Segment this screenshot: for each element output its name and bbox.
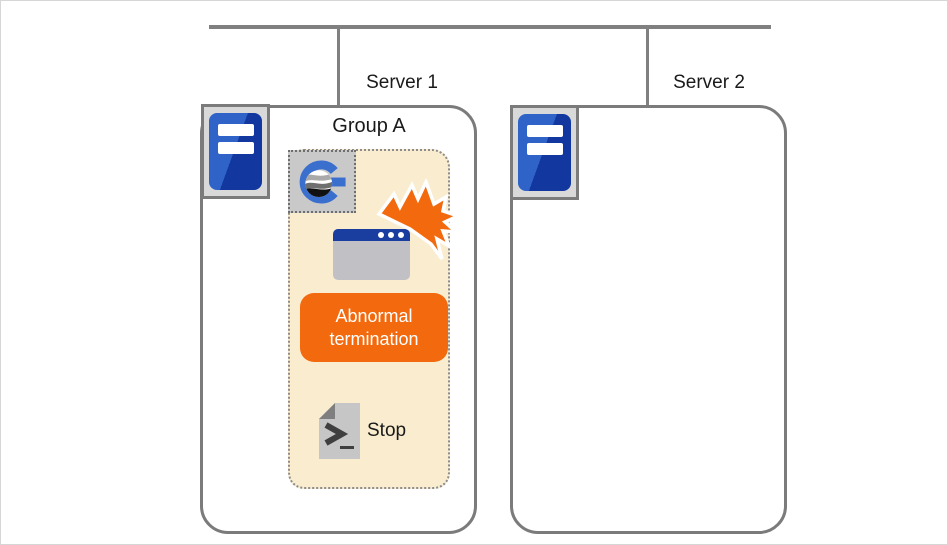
- server2-connector-line: [646, 29, 649, 105]
- server1-label: Server 1: [366, 72, 438, 93]
- stop-label: Stop: [367, 420, 407, 441]
- server-slot-bar: [527, 125, 563, 137]
- server-slot-bar: [218, 142, 254, 154]
- server-slot-bar: [218, 124, 254, 136]
- server-tower-icon: [510, 105, 579, 200]
- cluster-app-tile: [288, 150, 356, 213]
- crash-burst-icon: [376, 179, 463, 261]
- server2-label: Server 2: [673, 72, 745, 93]
- server1-connector-line: [337, 29, 340, 105]
- application-window-icon: [333, 229, 410, 280]
- cluster-logo-icon: [299, 160, 346, 203]
- abnormal-termination-badge: Abnormal termination: [300, 293, 448, 362]
- server-slot-bar: [527, 143, 563, 155]
- server-tower-body: [209, 113, 262, 190]
- window-dot-icon: [398, 232, 404, 238]
- window-dot-icon: [378, 232, 384, 238]
- group-a-label: Group A: [332, 115, 406, 137]
- server-tower-icon: [201, 104, 270, 199]
- server-tower-body: [518, 114, 571, 191]
- script-file-icon: [319, 403, 360, 459]
- window-titlebar: [333, 229, 410, 241]
- window-dot-icon: [388, 232, 394, 238]
- network-bus-line: [209, 25, 771, 29]
